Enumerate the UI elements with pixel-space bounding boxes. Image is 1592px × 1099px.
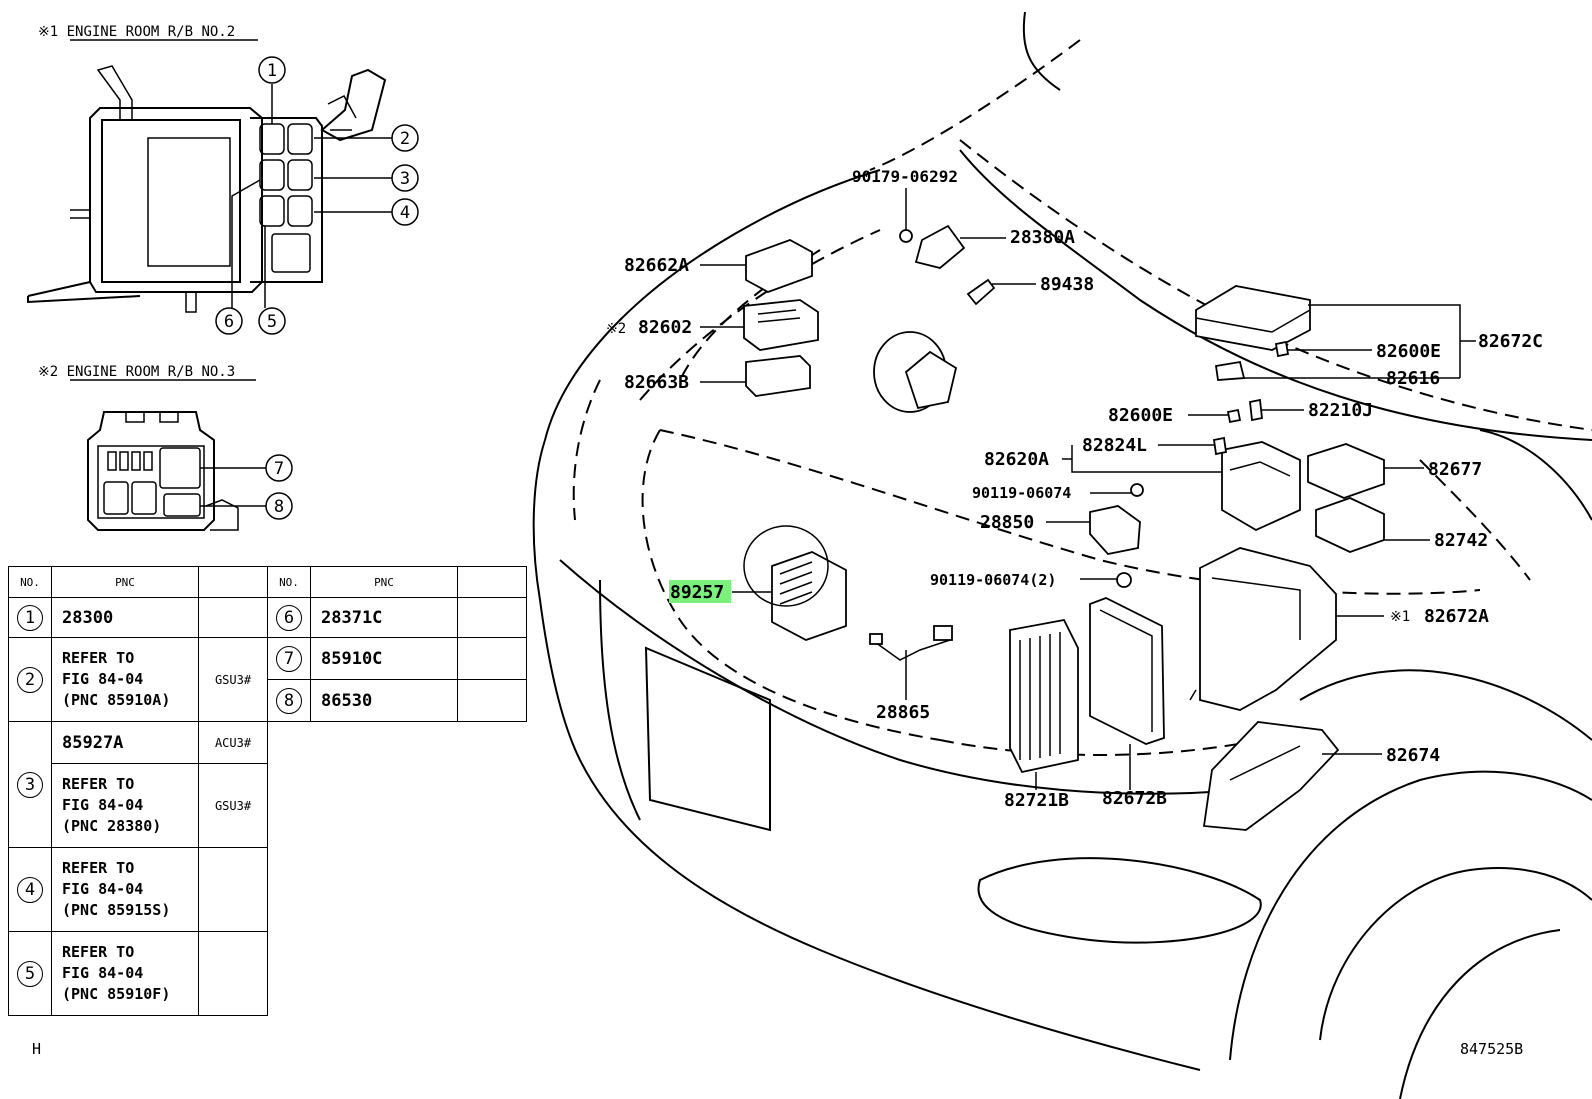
label-90179-06292[interactable]: 90179-06292 [852,167,958,186]
part-labels: 90179-06292 28380A 82662A 89438 ※2 82602… [606,167,1543,811]
row-7-no: 7 [276,645,302,672]
row-2-model: GSU3# [198,637,268,722]
label-82663B[interactable]: 82663B [624,372,689,393]
inset-engine-room-rb-no3: ※2 ENGINE ROOM R/B NO.3 7 8 [38,364,293,531]
label-28850[interactable]: 28850 [980,512,1034,533]
header-pnc: PNC [51,566,199,598]
header-no: NO. [8,566,52,598]
label-82721B[interactable]: 82721B [1004,790,1069,811]
row-4-pnc[interactable]: REFER TO FIG 84-04 (PNC 85915S) [51,847,199,932]
row-3b-model: GSU3# [198,763,268,848]
label-82616[interactable]: 82616 [1386,368,1440,389]
row-5-pnc[interactable]: REFER TO FIG 84-04 (PNC 85910F) [51,931,199,1016]
row-5-no: 5 [17,960,43,987]
row-8-no: 8 [276,687,302,714]
header-no-2: NO. [267,566,311,598]
label-82824L[interactable]: 82824L [1082,435,1147,456]
label-82210J[interactable]: 82210J [1308,400,1373,421]
row-8-pnc[interactable]: 86530 [310,679,458,722]
callout-3: 3 [400,169,410,189]
header-pnc-2: PNC [310,566,458,598]
label-82600E-lower[interactable]: 82600E [1108,405,1173,426]
label-82677[interactable]: 82677 [1428,459,1482,480]
label-82674[interactable]: 82674 [1386,745,1440,766]
pnc-table: NO. PNC NO. PNC 1 28300 6 28371C 2 REFER… [8,566,527,1016]
callout-1: 1 [267,61,277,81]
label-90119-06074[interactable]: 90119-06074 [972,484,1071,502]
row-1-no: 1 [17,604,43,631]
footer-left: H [32,1040,41,1058]
inset-engine-room-rb-no2: ※1 ENGINE ROOM R/B NO.2 1 2 [27,24,419,335]
label-28380A[interactable]: 28380A [1010,227,1075,248]
label-82672B[interactable]: 82672B [1102,788,1167,809]
row-3-no: 3 [17,771,43,798]
label-82662A[interactable]: 82662A [624,255,689,276]
inset2-title: ※2 ENGINE ROOM R/B NO.3 [38,364,235,380]
row-4-no: 4 [17,876,43,903]
row-7-pnc[interactable]: 85910C [310,637,458,680]
parts-drawings [743,224,1385,831]
row-3a-pnc[interactable]: 85927A [51,721,199,764]
label-82672C[interactable]: 82672C [1478,331,1543,352]
row-2-pnc[interactable]: REFER TO FIG 84-04 (PNC 85910A) [51,637,199,722]
leader-lines [700,188,1476,790]
label-89438[interactable]: 89438 [1040,274,1094,295]
label-89257[interactable]: 89257 [670,582,724,603]
label-82600E-upper[interactable]: 82600E [1376,341,1441,362]
row-2-no: 2 [17,666,43,693]
label-ref1: ※1 [1390,609,1410,625]
row-6-pnc[interactable]: 28371C [310,597,458,638]
callout-4: 4 [400,203,410,223]
label-82602[interactable]: 82602 [638,317,692,338]
row-1-pnc[interactable]: 28300 [51,597,199,638]
callout-6: 6 [224,312,234,332]
label-82672A[interactable]: 82672A [1424,606,1489,627]
callout-5: 5 [267,312,277,332]
row-6-no: 6 [276,604,302,631]
callout-8: 8 [274,497,284,517]
row-3b-pnc[interactable]: REFER TO FIG 84-04 (PNC 28380) [51,763,199,848]
callout-7: 7 [274,459,284,479]
label-82742[interactable]: 82742 [1434,530,1488,551]
label-90119-06074-2[interactable]: 90119-06074(2) [930,571,1056,589]
inset1-title: ※1 ENGINE ROOM R/B NO.2 [38,24,235,40]
label-ref2: ※2 [606,321,626,337]
row-3a-model: ACU3# [198,721,268,764]
hood-outline-dashed [572,39,1592,756]
highlight-89257 [669,580,731,603]
footer-code: 847525B [1460,1040,1523,1058]
label-82620A[interactable]: 82620A [984,449,1049,470]
callout-2: 2 [400,129,410,149]
vehicle-outline [532,11,1592,1099]
label-28865[interactable]: 28865 [876,702,930,723]
